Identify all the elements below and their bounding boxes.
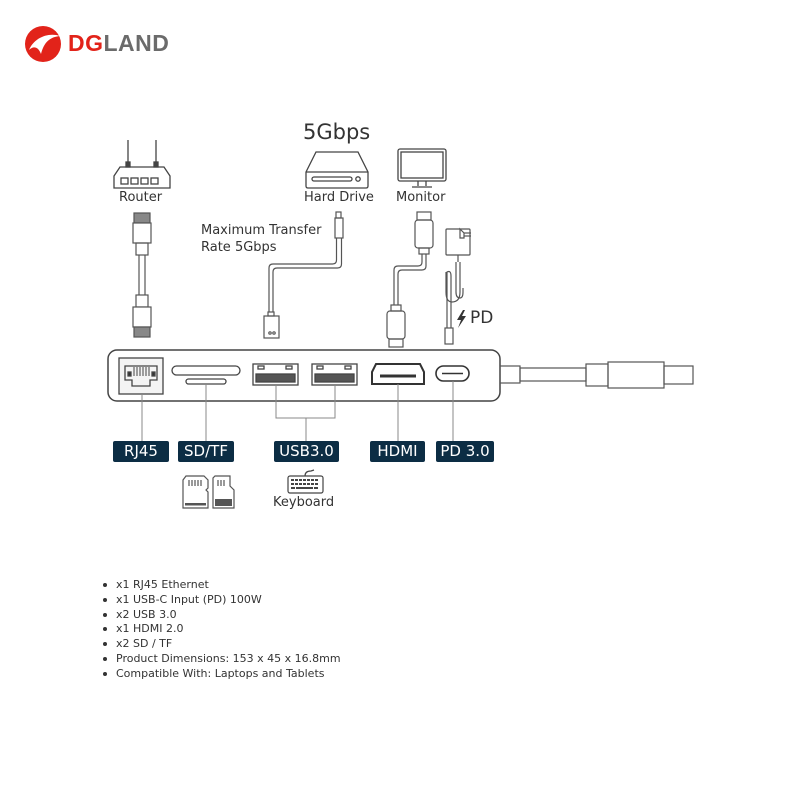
tf-card-icon: [212, 475, 235, 509]
router-icon: [113, 140, 171, 189]
transfer-note-line1: Maximum Transfer: [201, 223, 322, 238]
brand-name: DGLAND: [68, 30, 169, 57]
port-label-sdtf: SD/TF: [178, 441, 234, 462]
brand-logo-icon: [25, 26, 61, 62]
lightning-icon: [457, 310, 466, 328]
spec-item: x2 USB 3.0: [100, 608, 341, 623]
spec-list: x1 RJ45 Ethernet x1 USB-C Input (PD) 100…: [100, 578, 341, 682]
port-label-hdmi: HDMI: [370, 441, 425, 462]
usb-c-port-icon: [435, 365, 470, 382]
monitor-icon: [397, 148, 447, 188]
keyboard-icon: [287, 469, 324, 494]
spec-item: x1 RJ45 Ethernet: [100, 578, 341, 593]
brand-name-part1: DG: [68, 30, 104, 56]
speed-heading: 5Gbps: [303, 120, 371, 144]
usb-cable-icon: [263, 211, 344, 339]
port-label-pd: PD 3.0: [436, 441, 494, 462]
usb-a-port-icon: [311, 363, 358, 386]
usb-hub-device: [107, 349, 501, 402]
spec-item: Compatible With: Laptops and Tablets: [100, 667, 341, 682]
ethernet-cable-icon: [132, 212, 152, 338]
hub-cable-icon: [499, 361, 694, 389]
leader-lines: [141, 381, 454, 441]
spec-item: Product Dimensions: 153 x 45 x 16.8mm: [100, 652, 341, 667]
hdmi-port-icon: [371, 363, 425, 385]
transfer-rate-note: Maximum Transfer Rate 5Gbps: [201, 222, 321, 256]
spec-item: x1 USB-C Input (PD) 100W: [100, 593, 341, 608]
transfer-note-line2: Rate 5Gbps: [201, 240, 277, 255]
spec-item: x1 HDMI 2.0: [100, 622, 341, 637]
keyboard-label: Keyboard: [273, 495, 335, 510]
spec-item: x2 SD / TF: [100, 637, 341, 652]
power-adapter-icon: [444, 227, 471, 345]
router-label: Router: [119, 190, 163, 205]
port-label-rj45: RJ45: [113, 441, 169, 462]
sd-card-icon: [182, 475, 209, 509]
pd-indicator: PD: [470, 308, 494, 328]
port-label-usb: USB3.0: [274, 441, 339, 462]
hard-drive-label: Hard Drive: [304, 190, 374, 205]
monitor-label: Monitor: [396, 190, 446, 205]
rj45-port-icon: [118, 357, 164, 395]
usb-a-port-icon: [252, 363, 299, 386]
brand-name-part2: LAND: [103, 30, 170, 56]
hdmi-cable-icon: [386, 211, 434, 348]
hard-drive-icon: [305, 151, 369, 189]
sd-slot-icon: [171, 365, 241, 385]
